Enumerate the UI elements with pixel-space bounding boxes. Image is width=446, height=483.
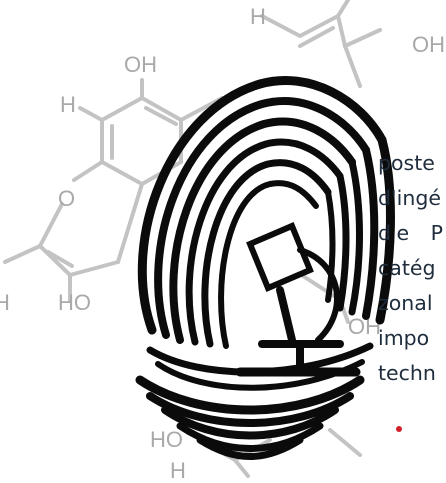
body-text-line-4: catég	[378, 256, 436, 280]
bullet-icon	[396, 426, 402, 432]
fingerprint-icon	[135, 76, 395, 460]
atom-ho-left: HO	[58, 290, 91, 315]
atom-h-far-left: H	[0, 290, 10, 315]
body-text-line-2: d'ingé	[378, 186, 441, 210]
atom-ho-bottom: HO	[150, 427, 183, 452]
microscope-icon	[235, 222, 361, 377]
body-text-line-7: techn	[378, 361, 436, 385]
body-text-line-5: zonal	[378, 291, 433, 315]
atom-oh-top-right: OH	[412, 32, 445, 57]
atom-o-ring: O	[58, 186, 75, 211]
atom-oh-upper-left: OH	[124, 52, 157, 77]
atom-h-left: H	[60, 92, 76, 117]
atom-h-bottom: H	[170, 458, 186, 483]
body-text-line-6: impo	[378, 326, 430, 350]
body-text-line-3: de P	[378, 221, 446, 245]
atom-h-top: H	[250, 4, 266, 29]
body-text-line-1: poste	[378, 151, 435, 175]
molecule-atoms: H OH OH H O OH H HO HO H	[0, 4, 445, 483]
